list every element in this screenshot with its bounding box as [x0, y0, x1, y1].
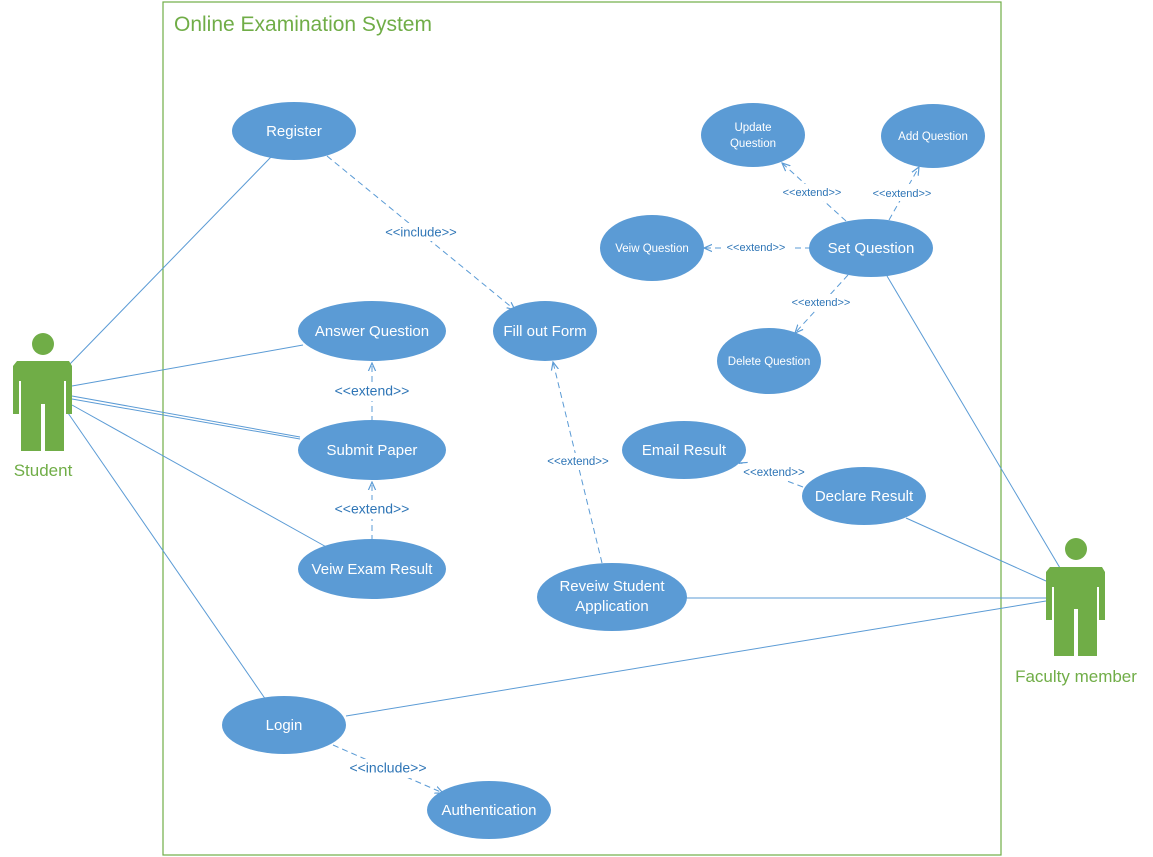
- usecase-set-question[interactable]: Set Question: [809, 219, 933, 277]
- actor-student-body: [13, 361, 72, 451]
- extend-label: <<extend>>: [783, 187, 842, 199]
- extend-label: <<extend>>: [335, 383, 410, 399]
- actor-student-label: Student: [14, 461, 73, 480]
- usecase-submit-paper[interactable]: Submit Paper: [298, 420, 446, 480]
- assoc-student-register: [67, 156, 272, 367]
- usecase-delete-question-label: Delete Question: [728, 356, 810, 368]
- usecase-review-student-application-line2: Application: [575, 598, 648, 615]
- system-title: Online Examination System: [174, 13, 432, 36]
- actor-faculty: Faculty member: [1015, 538, 1137, 686]
- usecase-view-question[interactable]: Veiw Question: [600, 215, 704, 281]
- usecase-fill-out-form[interactable]: Fill out Form: [493, 301, 597, 361]
- usecase-authentication[interactable]: Authentication: [427, 781, 551, 839]
- extend-label: <<extend>>: [547, 456, 609, 468]
- assoc-faculty-declare-result: [905, 517, 1047, 582]
- usecase-update-question[interactable]: Update Question: [701, 103, 805, 167]
- extend-label: <<extend>>: [873, 188, 932, 200]
- usecase-register[interactable]: Register: [232, 102, 356, 160]
- usecase-submit-paper-label: Submit Paper: [327, 442, 418, 459]
- usecase-add-question-label: Add Question: [898, 131, 968, 143]
- assoc-student-submit-paper-2: [71, 398, 301, 440]
- usecase-set-question-label: Set Question: [828, 240, 915, 257]
- usecase-declare-result-label: Declare Result: [815, 488, 914, 505]
- usecase-delete-question[interactable]: Delete Question: [717, 328, 821, 394]
- extend-label: <<extend>>: [743, 467, 805, 479]
- actor-student: Student: [13, 333, 73, 480]
- usecase-answer-question-label: Answer Question: [315, 323, 429, 340]
- usecase-email-result[interactable]: Email Result: [622, 421, 746, 479]
- extend-set-delete: [795, 274, 849, 333]
- extend-label: <<extend>>: [335, 501, 410, 517]
- assoc-student-answer-question: [71, 344, 304, 387]
- usecase-authentication-label: Authentication: [441, 802, 536, 819]
- usecase-view-exam-result-label: Veiw Exam Result: [312, 561, 434, 578]
- usecase-update-question-line1: Update: [734, 122, 771, 134]
- assoc-faculty-set-question: [886, 275, 1061, 569]
- extend-label: <<extend>>: [792, 297, 851, 309]
- usecase-add-question[interactable]: Add Question: [881, 104, 985, 168]
- usecase-login[interactable]: Login: [222, 696, 346, 754]
- assoc-faculty-login: [345, 600, 1047, 717]
- usecase-declare-result[interactable]: Declare Result: [802, 467, 926, 525]
- usecase-answer-question[interactable]: Answer Question: [298, 301, 446, 361]
- include-label: <<include>>: [349, 760, 426, 776]
- system-boundary: [162, 1, 1002, 856]
- relation-labels: <<include>> <<extend>> <<extend>> <<incl…: [329, 184, 937, 778]
- assoc-student-submit-paper: [71, 395, 301, 438]
- actor-faculty-body: [1046, 567, 1105, 656]
- usecase-review-student-application-line1: Reveiw Student: [559, 578, 665, 595]
- assoc-student-login: [67, 412, 267, 701]
- associations: [67, 156, 1061, 717]
- actor-student-head: [32, 333, 54, 355]
- usecase-review-student-application[interactable]: Reveiw Student Application: [537, 563, 687, 631]
- include-label: <<include>>: [385, 224, 457, 239]
- usecase-register-label: Register: [266, 123, 322, 140]
- usecase-email-result-label: Email Result: [642, 442, 727, 459]
- extend-label: <<extend>>: [727, 242, 786, 254]
- usecase-view-question-label: Veiw Question: [615, 243, 689, 255]
- actor-faculty-head: [1065, 538, 1087, 560]
- use-cases: Register Fill out Form Answer Question S…: [222, 102, 985, 839]
- assoc-student-view-exam-result: [71, 404, 331, 550]
- usecase-fill-out-form-label: Fill out Form: [503, 323, 586, 340]
- usecase-view-exam-result[interactable]: Veiw Exam Result: [298, 539, 446, 599]
- usecase-update-question-line2: Question: [730, 138, 776, 150]
- usecase-login-label: Login: [266, 717, 303, 734]
- actor-faculty-label: Faculty member: [1015, 667, 1137, 686]
